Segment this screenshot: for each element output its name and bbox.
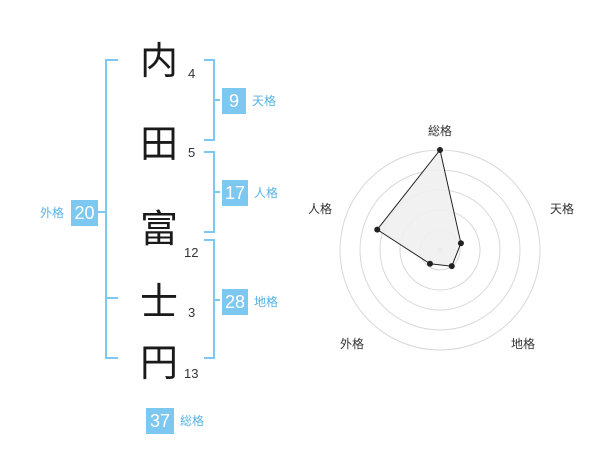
name-char-2: 田: [139, 122, 178, 166]
soukaku-score: 37: [146, 408, 174, 434]
radar-axis-label-tenkaku: 天格: [550, 202, 575, 216]
tenkaku-label: 天格: [252, 94, 277, 108]
tenkaku-score: 9: [222, 88, 246, 114]
stroke-count-4: 3: [188, 305, 196, 320]
radar-point-1: [437, 147, 443, 153]
radar-point-2: [457, 240, 464, 247]
chikaku-label: 地格: [254, 295, 279, 309]
chikaku-score: 28: [222, 289, 248, 315]
radar-point-4: [427, 260, 434, 267]
radar-point-5: [374, 226, 381, 233]
stroke-count-3: 12: [184, 245, 199, 260]
radar-axis-label-gaikaku: 外格: [340, 337, 365, 351]
gaikaku-label: 外格: [40, 206, 65, 220]
radar-value-polygon: [376, 148, 462, 267]
radar-axis-label-jinkaku: 人格: [308, 202, 333, 216]
jinkaku-score: 17: [222, 180, 248, 206]
jinkaku-label: 人格: [254, 186, 279, 200]
gaikaku-score: 20: [71, 200, 98, 226]
radar-axis-label-soukaku: 総格: [428, 124, 453, 138]
name-char-1: 内: [139, 39, 178, 83]
radar-axis-label-chikaku: 地格: [511, 337, 536, 351]
stroke-count-5: 13: [184, 366, 199, 381]
stroke-count-2: 5: [188, 145, 196, 160]
soukaku-label: 総格: [180, 414, 205, 428]
name-char-3: 富: [139, 207, 178, 251]
name-char-4: 士: [139, 280, 178, 324]
radar-point-3: [448, 263, 455, 270]
gaikaku-bracket: [105, 59, 118, 359]
name-char-5: 円: [139, 341, 178, 385]
stroke-count-1: 4: [188, 66, 196, 81]
